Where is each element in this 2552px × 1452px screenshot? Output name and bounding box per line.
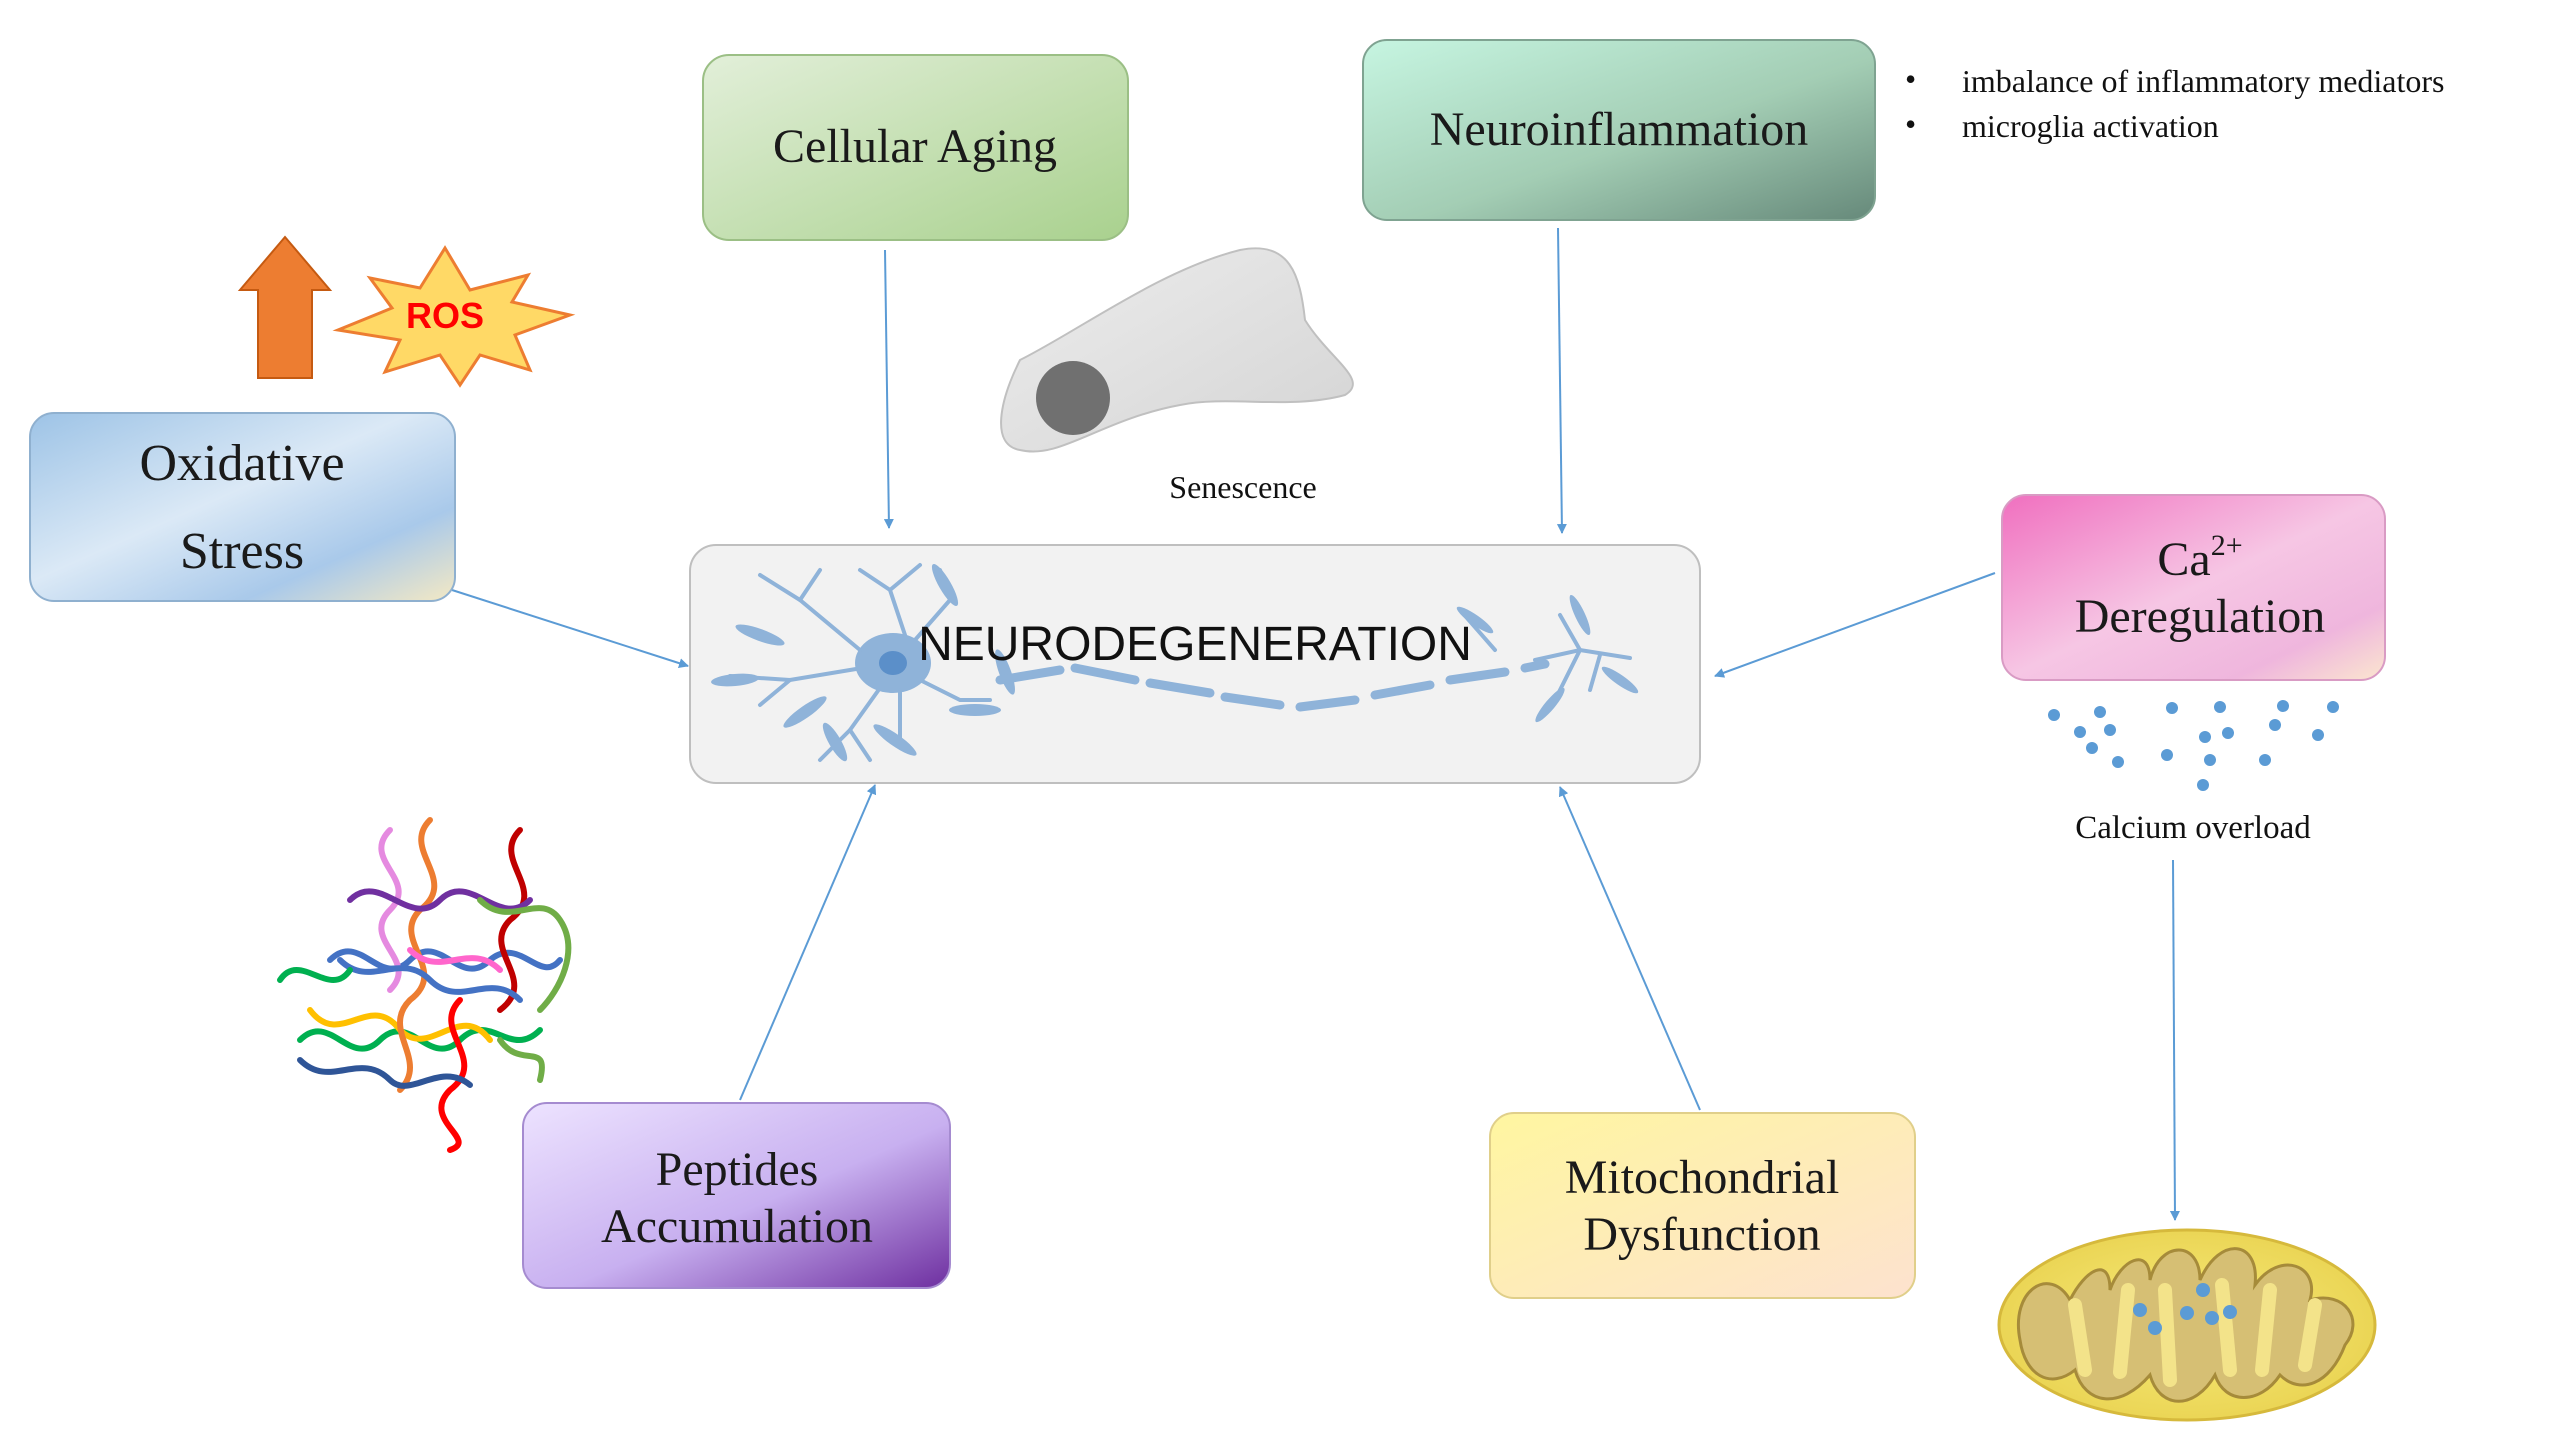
arrow-inflammation-to-center [1556, 227, 1567, 534]
note-bullet: • [1905, 106, 1916, 142]
neuroinflammation-label: Neuroinflammation [1430, 103, 1809, 156]
calcium-ions-icon [2048, 700, 2339, 791]
mitochondrion-icon [1997, 1228, 2377, 1422]
calcium-line2: Deregulation [2075, 590, 2326, 643]
arrow-calcium-overload-to-mitochondrion [2169, 859, 2180, 1221]
oxidative-stress-box: Oxidative Stress [29, 412, 456, 602]
note-item: microglia activation [1962, 108, 2219, 144]
neuroinflammation-box: Neuroinflammation [1362, 39, 1876, 221]
mitochondrial-line2: Dysfunction [1583, 1208, 1820, 1261]
neuron-icon [711, 563, 1639, 762]
calcium-line1: Ca2+ [2157, 529, 2242, 586]
mitochondrial-line1: Mitochondrial [1565, 1151, 1840, 1204]
calcium-overload-label: Calcium overload [2075, 810, 2311, 846]
cellular-aging-label: Cellular Aging [773, 120, 1057, 173]
ros-label: ROS [406, 295, 484, 336]
calcium-box: Ca2+ Deregulation [2001, 494, 2386, 681]
note-item: imbalance of inflammatory mediators [1962, 63, 2445, 99]
neuroinflammation-notes: • imbalance of inflammatory mediators • … [1905, 61, 2445, 144]
peptides-line1: Peptides [656, 1143, 819, 1196]
center-label: NEURODEGENERATION [918, 618, 1472, 671]
arrow-oxidative-to-center [451, 589, 689, 669]
ros-burst-icon: ROS [332, 245, 576, 388]
calcium-charge: 2+ [2211, 529, 2243, 562]
cellular-aging-box: Cellular Aging [702, 54, 1129, 241]
mitochondrial-dysfunction-box: Mitochondrial Dysfunction [1489, 1112, 1916, 1299]
oxidative-stress-line2: Stress [180, 523, 304, 580]
arrow-mito-to-center [1558, 786, 1701, 1111]
neurodegeneration-box: NEURODEGENERATION [689, 544, 1701, 784]
up-arrow-icon [237, 235, 333, 379]
peptides-box: Peptides Accumulation [522, 1102, 951, 1289]
calcium-symbol: Ca [2157, 533, 2210, 586]
peptides-line2: Accumulation [601, 1200, 873, 1253]
oxidative-stress-line1: Oxidative [139, 435, 344, 492]
senescent-cell-icon [1000, 247, 1354, 453]
arrow-calcium-to-center [1714, 572, 1996, 678]
arrow-peptides-to-center [739, 784, 877, 1101]
senescence-label: Senescence [1169, 469, 1316, 505]
note-bullet: • [1905, 61, 1916, 97]
connector-arrows [451, 227, 2180, 1221]
peptide-tangle-icon [277, 817, 572, 1153]
arrow-aging-to-center [883, 249, 894, 529]
